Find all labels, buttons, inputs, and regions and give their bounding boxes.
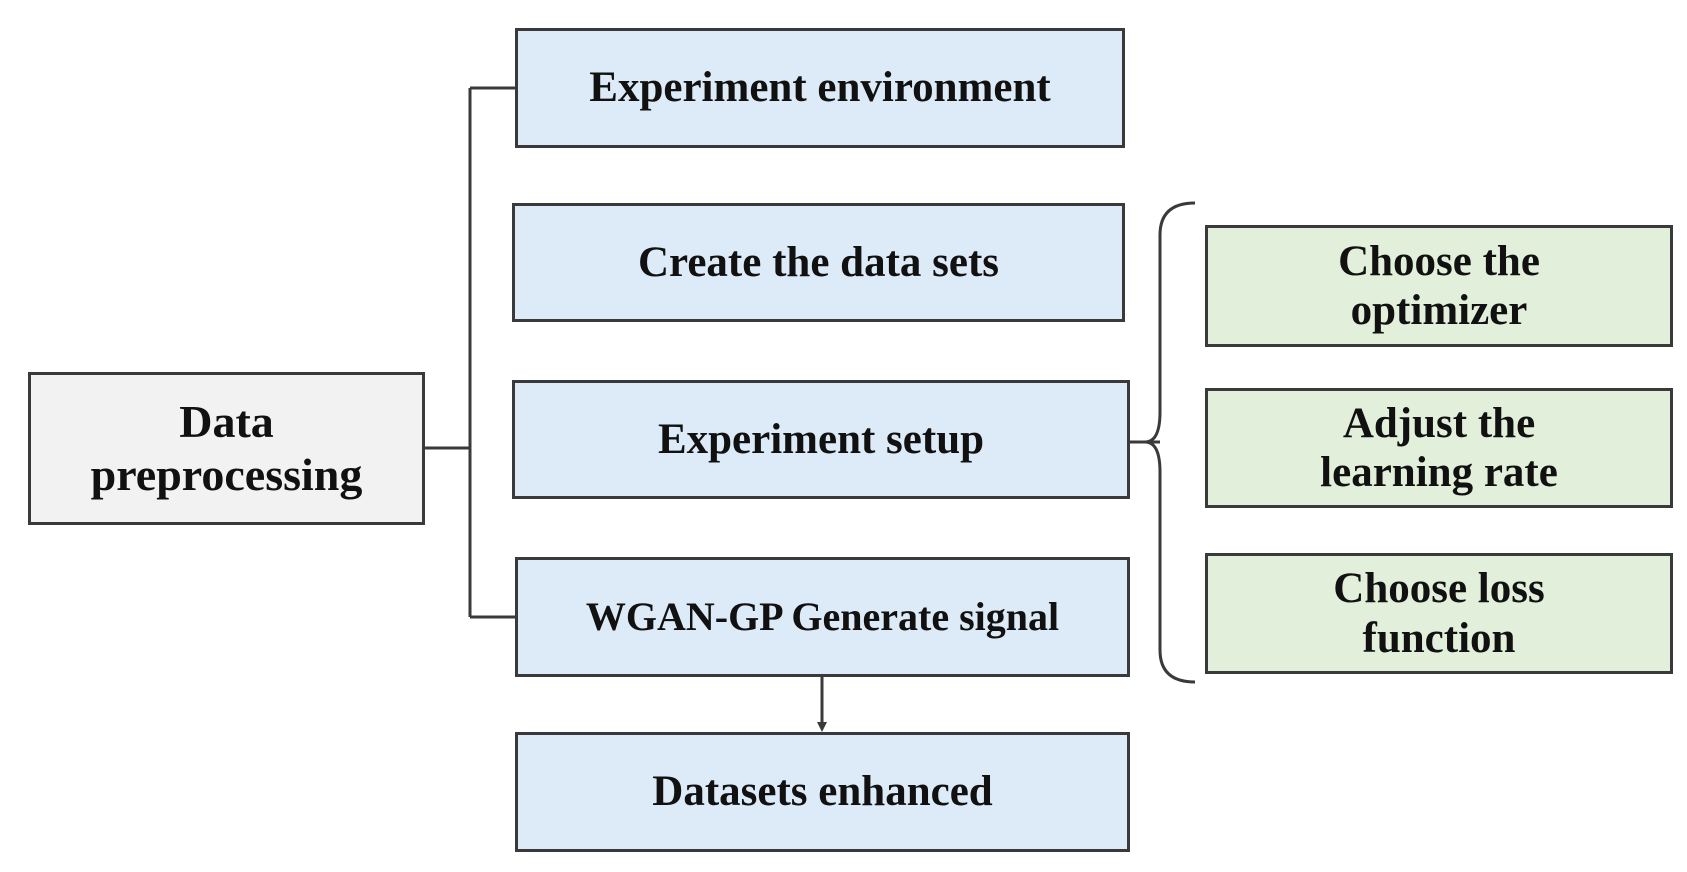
step-box-wgan-gp-generate-signal: WGAN-GP Generate signal xyxy=(515,557,1130,677)
step-box-create-data-sets: Create the data sets xyxy=(512,203,1125,322)
detail-box-choose-optimizer: Choose the optimizer xyxy=(1205,225,1673,347)
detail-box-adjust-learning-rate: Adjust the learning rate xyxy=(1205,388,1673,508)
step-box-datasets-enhanced: Datasets enhanced xyxy=(515,732,1130,852)
root-box-data-preprocessing: Data preprocessing xyxy=(28,372,425,525)
detail-box-choose-loss-function: Choose loss function xyxy=(1205,553,1673,674)
step-box-experiment-setup: Experiment setup xyxy=(512,380,1130,499)
step-box-experiment-environment: Experiment environment xyxy=(515,28,1125,148)
curly-brace xyxy=(1144,201,1196,684)
